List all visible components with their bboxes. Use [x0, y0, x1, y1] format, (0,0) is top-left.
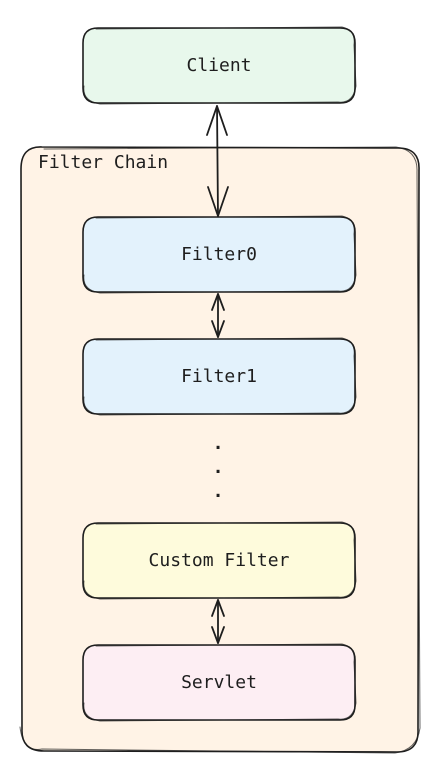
edge-filter0-filter1 [211, 293, 225, 338]
filter1-node[interactable]: Filter1 [82, 337, 357, 416]
filter0-node[interactable]: Filter0 [82, 215, 357, 294]
arrow-client-filter0-head-down [207, 186, 229, 217]
client-label: Client [186, 55, 251, 76]
arrow-filter0-filter1-head-up [211, 293, 225, 311]
ellipsis-dot-3: . [213, 481, 224, 502]
filter-chain-group-box-sketch [19, 146, 421, 754]
servlet-node[interactable]: Servlet [82, 643, 357, 722]
custom-filter-box-sketch [83, 521, 357, 600]
arrow-client-filter0-line [216, 105, 219, 217]
edge-client-filter0 [206, 105, 229, 217]
servlet-box-sketch [83, 643, 357, 722]
client-box-sketch [83, 26, 357, 105]
filter0-box-sketch [83, 215, 357, 294]
ellipsis-dots: . . . [213, 433, 224, 502]
filter-chain-label: Filter Chain [38, 152, 168, 173]
filter1-label: Filter1 [181, 366, 257, 387]
servlet-label: Servlet [181, 672, 257, 693]
custom-filter-label: Custom Filter [149, 550, 290, 571]
filter-chain-group: Filter Chain [19, 146, 421, 754]
edge-customfilter-servlet [211, 599, 225, 644]
arrow-customfilter-servlet-head-up [211, 599, 225, 617]
client-node[interactable]: Client [82, 26, 357, 105]
filter0-label: Filter0 [181, 244, 257, 265]
arrow-customfilter-servlet-head-down [211, 626, 225, 644]
arrow-client-filter0-head-up [206, 105, 228, 136]
arrow-filter0-filter1-head-down [211, 320, 225, 338]
ellipsis-dot-1: . [213, 433, 224, 454]
filter1-box-sketch [83, 337, 357, 416]
filter-chain-group-box [20, 146, 420, 753]
custom-filter-node[interactable]: Custom Filter [82, 521, 357, 600]
ellipsis-dot-2: . [213, 457, 224, 478]
